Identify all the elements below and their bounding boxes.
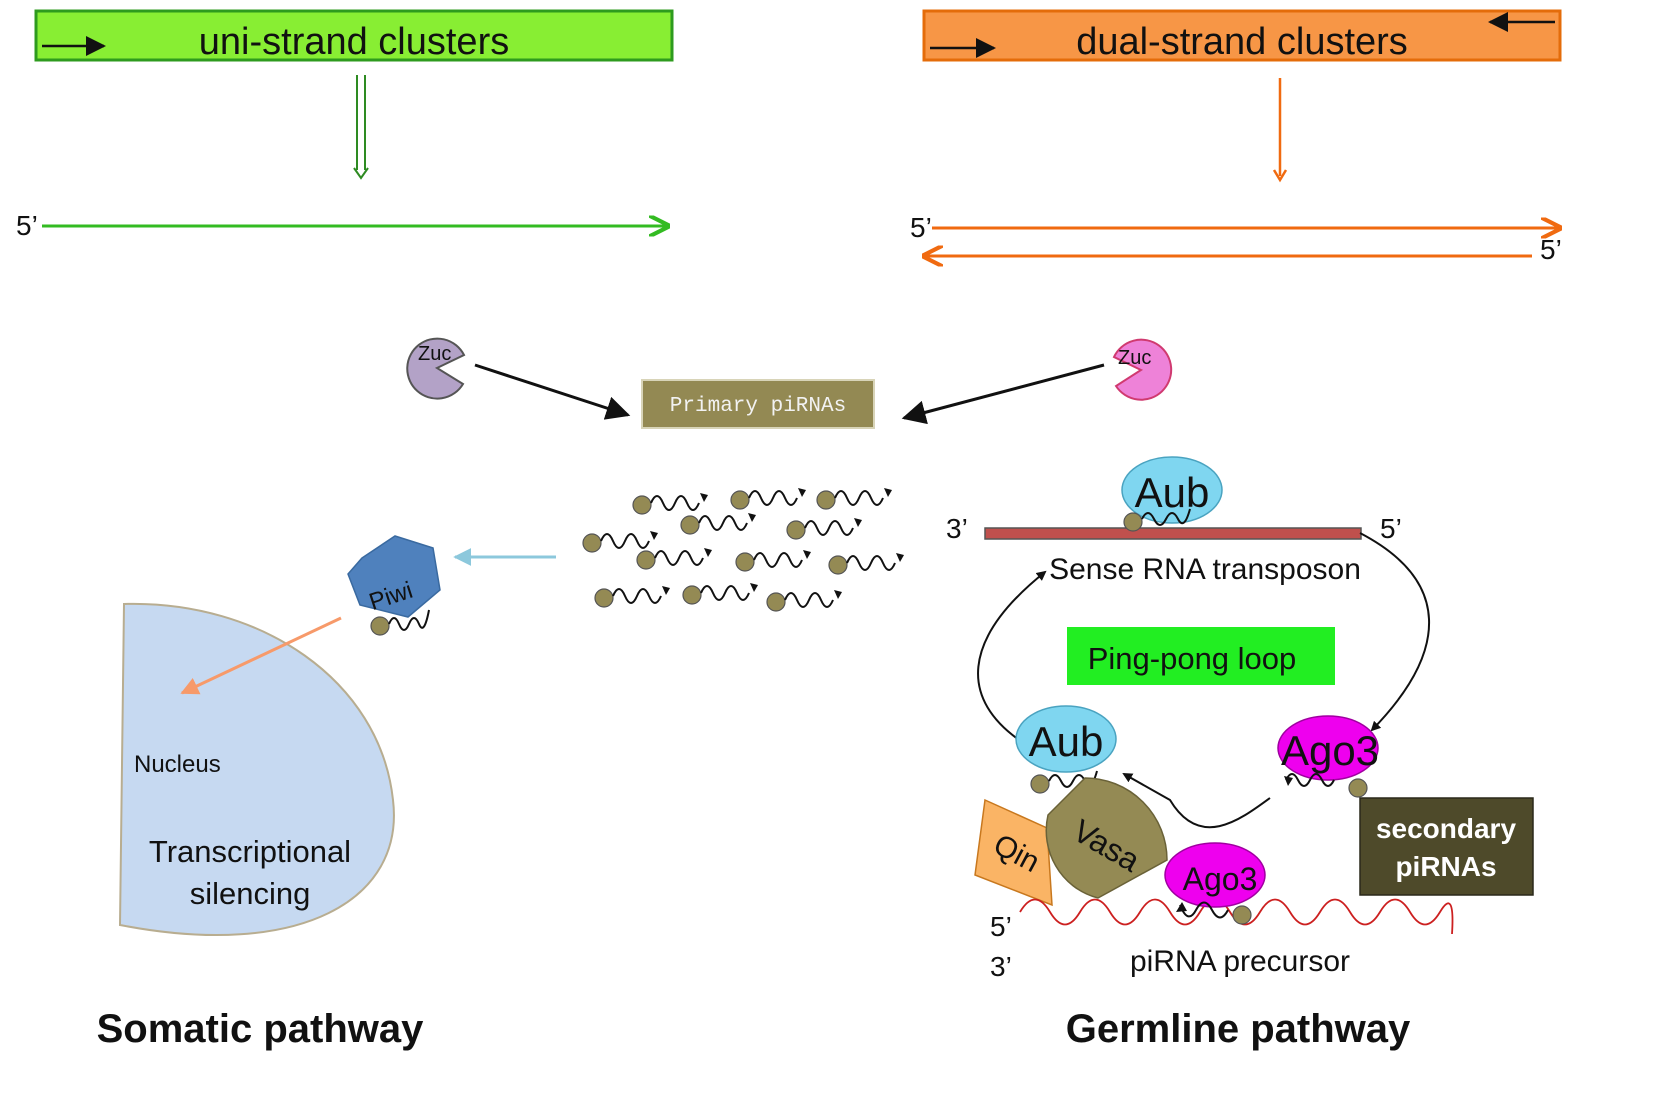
primary-pirnas-box: Primary piRNAs [641, 379, 875, 429]
pirna-molecule [594, 585, 671, 608]
transposon-three-prime: 3’ [946, 513, 968, 544]
uni-strand-label: uni-strand clusters [199, 21, 509, 63]
somatic-pathway-label: Somatic pathway [97, 1007, 425, 1051]
pirna-molecule [730, 487, 807, 510]
ping-pong-label: Ping-pong loop [1088, 641, 1297, 676]
loop-arrow-transposon-to-ago3 [1359, 532, 1431, 732]
loop-arrow-aub-to-transposon [977, 570, 1047, 743]
primary-pirnas-label: Primary piRNAs [670, 395, 846, 418]
zuc-left-label: Zuc [418, 343, 451, 365]
pirna-molecule [636, 547, 713, 570]
transcriptional-label: Transcriptional [149, 834, 351, 869]
dual-five-prime-bottom: 5’ [1540, 234, 1562, 265]
zuc-right: Zuc [1112, 338, 1173, 401]
loop-arrow-ago3-to-aub [1122, 773, 1271, 829]
zuc-right-label: Zuc [1118, 347, 1151, 369]
ago3-bottom-pirna-bead [1232, 905, 1252, 925]
pirna-molecule [816, 487, 893, 510]
ago3-top-label: Ago3 [1281, 727, 1379, 774]
uni-strand-transcript: 5’ [16, 210, 668, 241]
vasa-protein: Vasa [1045, 777, 1168, 899]
ago3-bottom: Ago3 [1164, 842, 1266, 925]
uni-five-prime: 5’ [16, 210, 38, 241]
nucleus: Nucleus Transcriptional silencing [118, 602, 395, 937]
precursor-strand [1019, 898, 1454, 935]
dual-five-prime-top: 5’ [910, 212, 932, 243]
precursor-label: piRNA precursor [1130, 945, 1350, 978]
ago3-top: Ago3 [1277, 715, 1379, 798]
secondary-pirnas-box: secondary piRNAs [1359, 797, 1534, 896]
aub-top-label: Aub [1135, 469, 1210, 516]
pirna-molecule [828, 552, 905, 575]
zuc-left: Zuc [406, 337, 466, 400]
precursor-three-prime: 3’ [990, 951, 1012, 982]
pirna-molecule [682, 582, 759, 605]
pirna-molecule [766, 589, 843, 612]
qin-protein: Qin [974, 798, 1053, 907]
transposon: 3’ 5’ Sense RNA transposon [946, 513, 1402, 586]
aub-bottom-label: Aub [1029, 718, 1104, 765]
aub-top-pirna-bead [1123, 512, 1143, 532]
pirna-molecule [582, 530, 659, 553]
ago3-bottom-label: Ago3 [1183, 861, 1258, 897]
aub-bottom: Aub [1015, 705, 1117, 794]
transposon-five-prime: 5’ [1380, 513, 1402, 544]
secondary-line2: piRNAs [1395, 851, 1496, 882]
nucleus-label: Nucleus [134, 751, 221, 778]
piwi-pirna-bead [370, 616, 390, 636]
aub-bottom-pirna-bead [1030, 774, 1050, 794]
aub-top: Aub [1121, 456, 1223, 532]
ago3-top-pirna-bead [1348, 778, 1368, 798]
dual-strand-label: dual-strand clusters [1076, 21, 1408, 63]
secondary-line1: secondary [1376, 813, 1516, 844]
pirna-molecule [786, 517, 863, 540]
zuc-right-arrow [901, 363, 1105, 425]
pirna-precursor: 5’ 3’ piRNA precursor [990, 898, 1454, 982]
dual-strand-down-arrow [1272, 78, 1288, 183]
pirna-molecule [680, 512, 757, 535]
dual-strand-cluster: dual-strand clusters [922, 9, 1562, 63]
ping-pong-box: Ping-pong loop [1067, 627, 1335, 685]
zuc-left-arrow [474, 363, 631, 420]
uni-strand-cluster: uni-strand clusters [34, 9, 674, 63]
dual-strand-transcripts: 5’ 5’ [910, 212, 1562, 265]
uni-strand-down-arrow [353, 75, 369, 180]
precursor-five-prime: 5’ [990, 911, 1012, 942]
transposon-label: Sense RNA transposon [1049, 553, 1361, 586]
pirna-cloud [582, 487, 905, 612]
silencing-label: silencing [190, 876, 311, 911]
piwi-protein: Piwi [347, 535, 441, 636]
pirna-molecule [735, 549, 812, 572]
pirna-molecule [632, 492, 709, 515]
germline-pathway-label: Germline pathway [1066, 1007, 1411, 1051]
piwi-to-nucleus-arrow [180, 616, 342, 695]
